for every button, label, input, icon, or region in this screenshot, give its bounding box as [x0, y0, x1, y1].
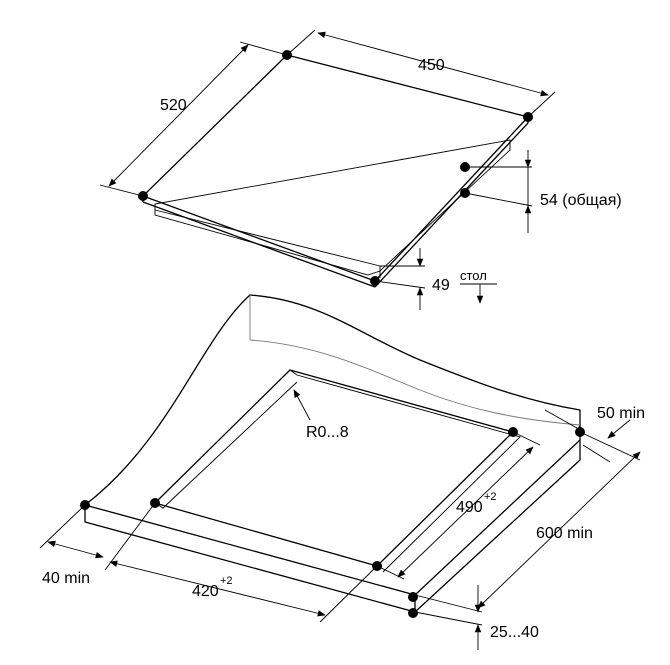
dim-40-line — [47, 540, 104, 559]
dim-420-label: 420 — [192, 583, 219, 600]
dim-54-label: 54 (общая) — [540, 192, 622, 209]
worktop-back-edge — [249, 295, 581, 426]
ref-dot — [575, 427, 585, 437]
worktop-right-top — [414, 439, 581, 596]
ref-dot — [372, 561, 382, 571]
dim-450-label: 450 — [418, 57, 445, 74]
table-label: стол — [460, 268, 487, 283]
ref-dot — [370, 276, 380, 286]
ext-line — [527, 91, 556, 118]
worktop-outline — [84, 294, 581, 613]
ext-line — [104, 502, 156, 571]
dim-600-line — [477, 451, 641, 609]
worktop-drawing: R0...8 490 +2 420 +2 40 min 50 min 600 m… — [39, 294, 645, 650]
ref-dot — [282, 50, 292, 60]
ext-line — [99, 184, 144, 197]
dim-520-label: 520 — [160, 97, 187, 114]
cutout-left-edge — [154, 381, 298, 509]
ref-dot — [523, 112, 533, 122]
dim-50-arrow-b — [607, 419, 631, 439]
dim-420-tol: +2 — [220, 575, 233, 587]
ref-dot — [150, 498, 160, 508]
dim-520-line — [108, 44, 249, 187]
ext-line — [582, 444, 611, 463]
ext-line — [39, 504, 86, 549]
ext-line — [464, 192, 533, 207]
ref-dot — [138, 191, 148, 201]
ref-dot — [508, 427, 518, 437]
dim-25-label: 25...40 — [490, 624, 539, 641]
dim-420-line — [109, 560, 326, 617]
dim-50-label: 50 min — [597, 405, 645, 422]
hob-body — [154, 139, 511, 276]
worktop-front-top — [84, 504, 416, 596]
dim-450-line — [317, 31, 549, 97]
ref-dot — [80, 500, 90, 510]
dim-490-tol: +2 — [484, 491, 497, 503]
dim-40-label: 40 min — [42, 570, 90, 587]
cutout-depth-edge — [289, 369, 521, 573]
ref-dot — [460, 188, 470, 198]
dim-49-label: 49 — [432, 277, 450, 294]
dim-600-label: 600 min — [536, 525, 593, 542]
dim-490-label: 490 — [456, 499, 483, 516]
ext-line — [239, 41, 288, 56]
ext-line — [319, 565, 378, 623]
ext-line — [374, 280, 426, 289]
ext-line — [286, 29, 316, 56]
ext-line — [414, 594, 483, 613]
ref-dot — [460, 162, 470, 172]
hob-glass-top — [142, 54, 529, 282]
cutout-outline — [154, 369, 514, 567]
ref-dot — [408, 592, 418, 602]
ext-line — [414, 611, 483, 626]
ref-dot — [408, 608, 418, 618]
radius-label: R0...8 — [306, 424, 349, 441]
hob-drawing: 450 520 54 (общая) 49 стол — [99, 29, 622, 310]
hob-body-line — [154, 209, 381, 267]
radius-leader — [293, 389, 311, 421]
